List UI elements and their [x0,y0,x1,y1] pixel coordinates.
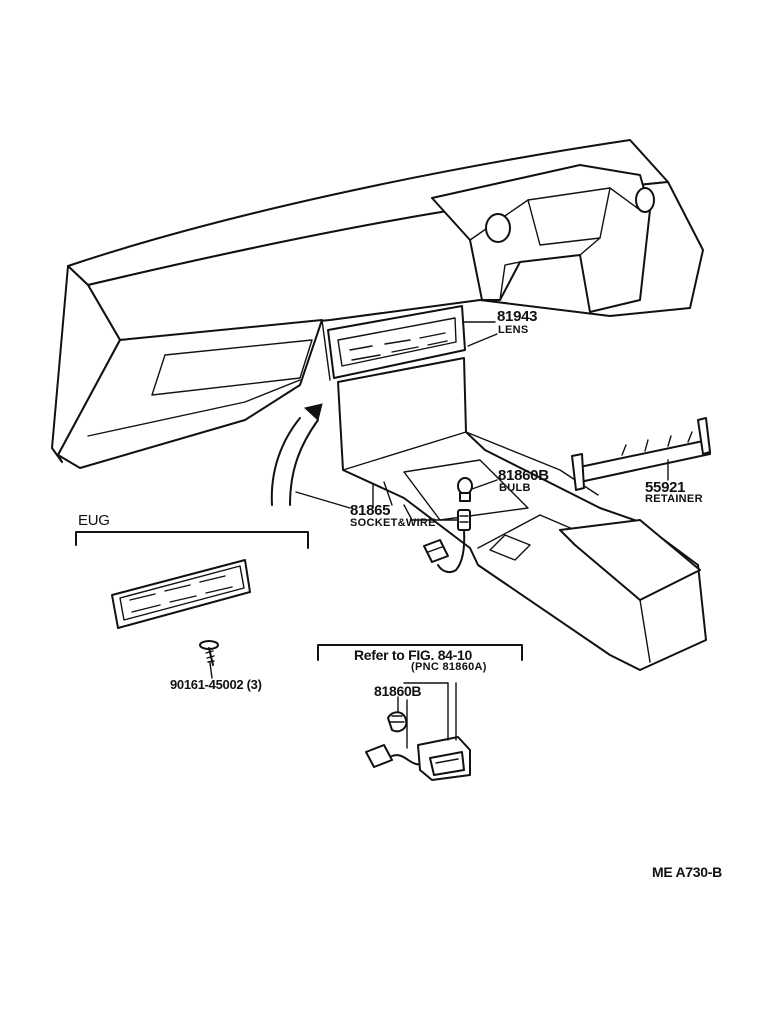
bulb-part [457,477,473,502]
socket-wire-part-number: 81865 [350,502,391,519]
reference-note-line1: Refer to FIG. 84-10 [354,647,473,663]
socket-wire-part-name: SOCKET&WIRE [350,517,436,529]
cluster-hood [431,164,655,313]
eug-bracket [75,531,309,549]
reference-note-line2: (PNC 81860A) [411,661,487,673]
install-arrow [270,403,323,506]
lens-panel [327,305,466,379]
screw-part-number: 90161-45002 (3) [170,677,262,692]
lens-part-name: LENS [498,324,529,336]
eug-lens-part [111,559,251,629]
bulb-part-name: BULB [499,482,531,494]
reference-assembly [365,711,471,781]
center-console [337,357,707,671]
retainer-part [571,417,711,491]
socket-wire-part [423,509,471,574]
eug-group-label: EUG [78,512,110,529]
reference-bracket [317,644,523,661]
lens-part-number: 81943 [497,308,538,325]
leader-lines [209,321,669,749]
retainer-part-name: RETAINER [645,493,703,505]
figure-code: ME A730-B [652,864,722,880]
sub-bulb-part-number: 81860B [374,683,422,699]
screw-part [199,640,219,666]
bulb-part-number: 81860B [498,467,549,484]
retainer-part-number: 55921 [645,479,686,496]
